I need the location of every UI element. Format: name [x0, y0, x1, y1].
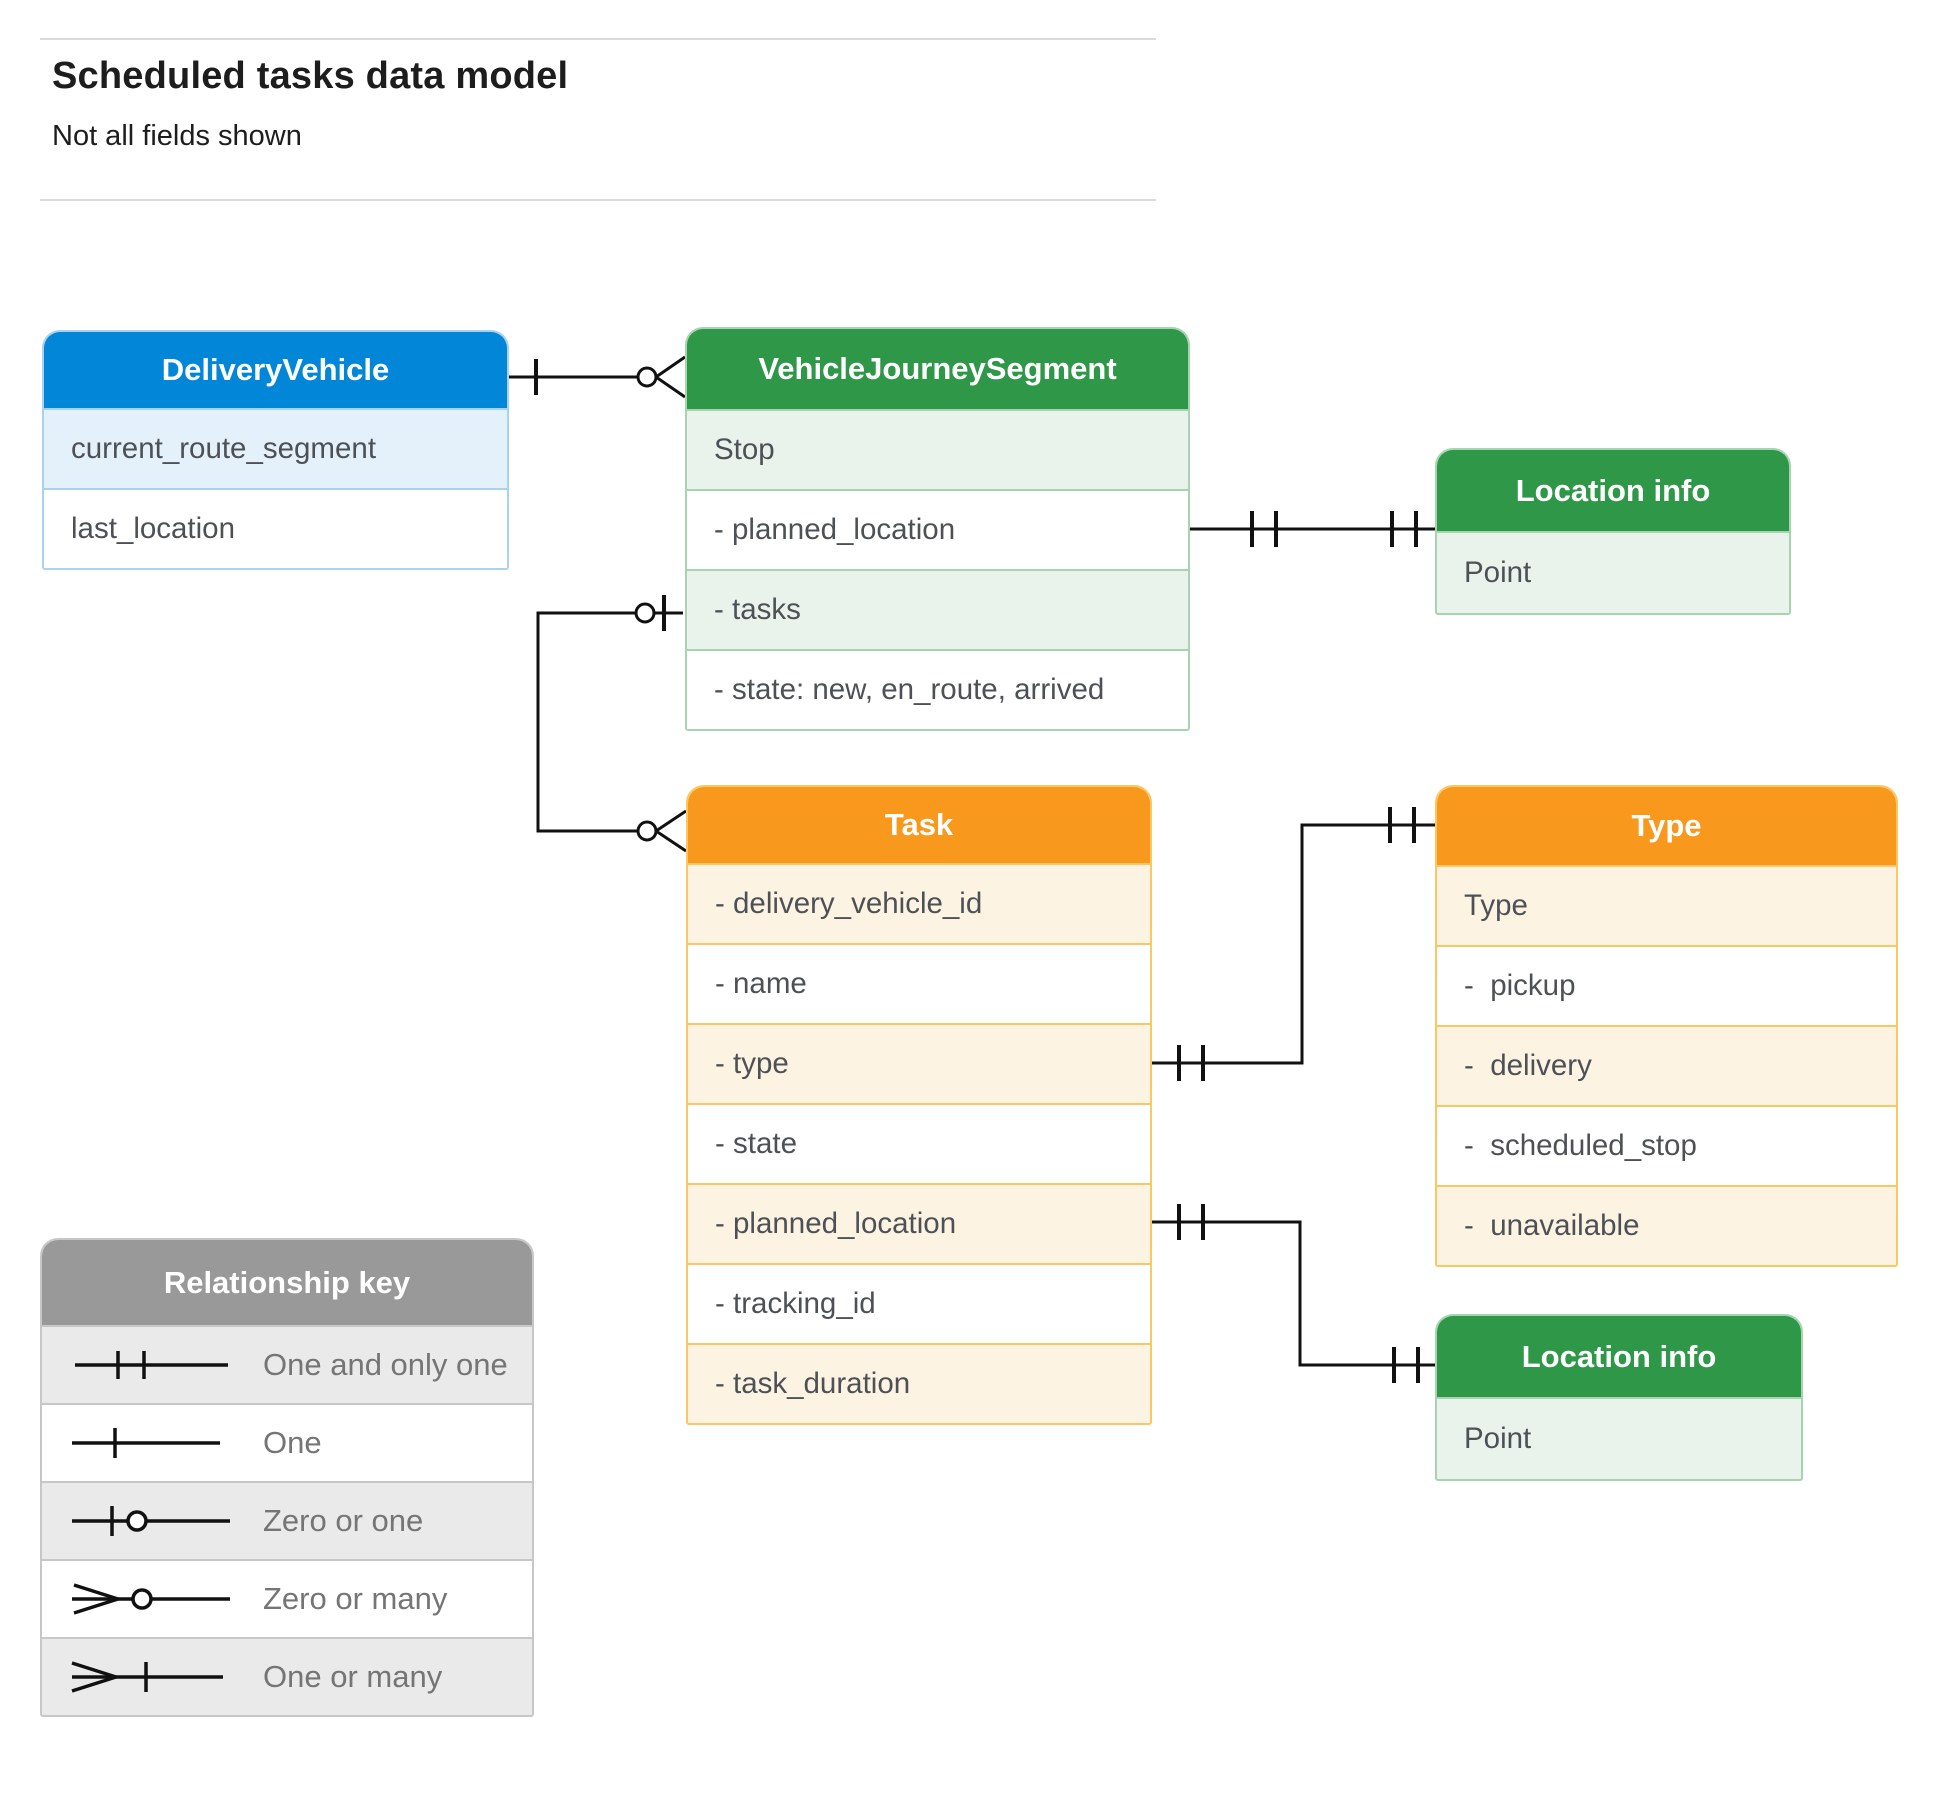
legend-row-one: One	[42, 1403, 532, 1481]
entity-header-task: Task	[688, 787, 1150, 863]
field-delivery-vehicle-id: - delivery_vehicle_id	[688, 863, 1150, 943]
field-pickup: - pickup	[1437, 945, 1896, 1025]
field-type-type: Type	[1437, 865, 1896, 945]
field-unavailable: - unavailable	[1437, 1185, 1896, 1265]
field-point-top: Point	[1437, 531, 1789, 613]
field-state: - state: new, en_route, arrived	[687, 649, 1188, 729]
connector-type-type	[1152, 807, 1435, 1081]
field-planned-location: - planned_location	[687, 489, 1188, 569]
entity-delivery-vehicle: DeliveryVehicle current_route_segment la…	[42, 330, 509, 570]
entity-type: Type Type - pickup - delivery - schedule…	[1435, 785, 1898, 1267]
field-stop: Stop	[687, 409, 1188, 489]
entity-location-info-bottom: Location info Point	[1435, 1314, 1803, 1481]
entity-header-location-info-bottom: Location info	[1437, 1316, 1801, 1397]
connector-deliveryvehicle-vehiclejourneysegment	[509, 355, 686, 399]
field-tasks: - tasks	[687, 569, 1188, 649]
field-task-state: - state	[688, 1103, 1150, 1183]
relationship-key-header: Relationship key	[42, 1240, 532, 1325]
field-tracking-id: - tracking_id	[688, 1263, 1150, 1343]
field-name: - name	[688, 943, 1150, 1023]
legend-row-zero-or-many: Zero or many	[42, 1559, 532, 1637]
zero-or-one-symbol	[72, 1506, 230, 1536]
field-delivery: - delivery	[1437, 1025, 1896, 1105]
legend-label: Zero or one	[263, 1503, 424, 1538]
entity-location-info-top: Location info Point	[1435, 448, 1791, 615]
legend-row-one-and-only-one: One and only one	[42, 1325, 532, 1403]
legend-label: One and only one	[263, 1347, 508, 1382]
legend-row-zero-or-one: Zero or one	[42, 1481, 532, 1559]
field-task-duration: - task_duration	[688, 1343, 1150, 1423]
field-task-planned-location: - planned_location	[688, 1183, 1150, 1263]
entity-header-delivery-vehicle: DeliveryVehicle	[44, 332, 507, 408]
zero-or-many-symbol	[72, 1583, 230, 1615]
one-symbol	[72, 1428, 220, 1458]
legend-label: One	[263, 1425, 322, 1460]
field-type: - type	[688, 1023, 1150, 1103]
field-current-route-segment: current_route_segment	[44, 408, 507, 488]
field-scheduled-stop: - scheduled_stop	[1437, 1105, 1896, 1185]
connector-taskplannedlocation-locationinfo	[1152, 1204, 1435, 1383]
connector-tasks-task	[536, 595, 687, 853]
connector-plannedlocation-locationinfo	[1190, 511, 1435, 547]
top-divider	[40, 38, 1156, 40]
entity-header-location-info-top: Location info	[1437, 450, 1789, 531]
entity-header-type: Type	[1437, 787, 1896, 865]
one-and-only-one-symbol	[75, 1351, 228, 1379]
relationship-key: Relationship key One and only one One Ze	[40, 1238, 534, 1717]
entity-task: Task - delivery_vehicle_id - name - type…	[686, 785, 1152, 1425]
entity-header-vehicle-journey-segment: VehicleJourneySegment	[687, 329, 1188, 409]
legend-row-one-or-many: One or many	[42, 1637, 532, 1715]
entity-vehicle-journey-segment: VehicleJourneySegment Stop - planned_loc…	[685, 327, 1190, 731]
one-or-many-symbol	[71, 1661, 223, 1693]
legend-label: One or many	[263, 1659, 443, 1694]
page-title: Scheduled tasks data model	[52, 55, 569, 97]
field-last-location: last_location	[44, 488, 507, 568]
title-divider	[40, 199, 1156, 201]
field-point-bottom: Point	[1437, 1397, 1801, 1479]
page-subtitle: Not all fields shown	[52, 120, 302, 152]
legend-label: Zero or many	[263, 1581, 448, 1616]
